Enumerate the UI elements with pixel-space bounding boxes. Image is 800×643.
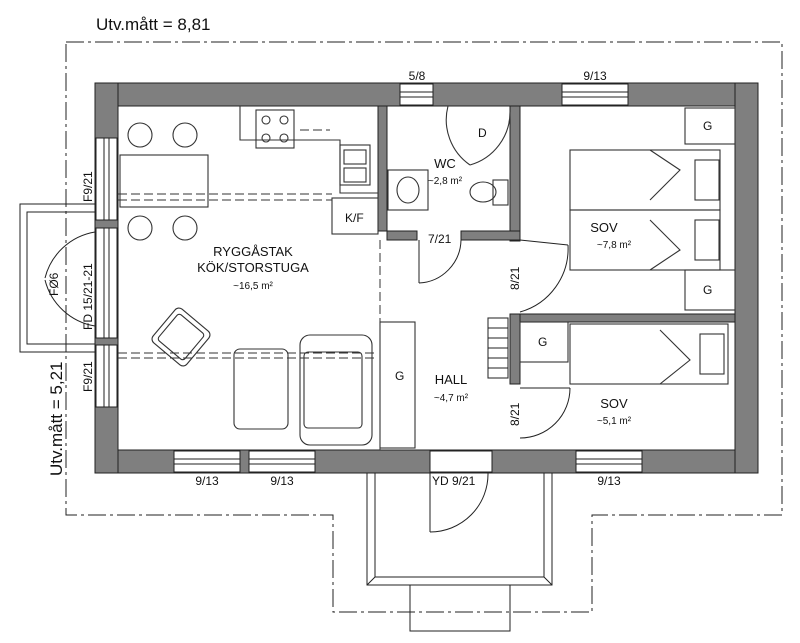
wardrobe-label-hall: G bbox=[395, 369, 404, 383]
window-label-left-lower: F9/21 bbox=[81, 361, 95, 392]
door-label-wc: 7/21 bbox=[428, 232, 452, 246]
hall-area: ~4,7 m² bbox=[434, 393, 469, 404]
left-bay bbox=[19, 203, 96, 353]
window-label-bed1: 9/13 bbox=[583, 69, 607, 83]
wc-name: WC bbox=[434, 156, 456, 171]
bay-label: FØ6 bbox=[47, 272, 61, 296]
wardrobe-label-bed1-bottom: G bbox=[703, 283, 712, 297]
bed1-furniture bbox=[569, 107, 736, 311]
wardrobe-label-bed2: G bbox=[538, 335, 547, 349]
dining-set bbox=[119, 122, 209, 241]
window-label-living-left: 9/13 bbox=[195, 474, 219, 488]
dishwasher-label: D bbox=[478, 126, 487, 140]
lounge bbox=[151, 307, 373, 446]
window-label-living-right: 9/13 bbox=[270, 474, 294, 488]
door-label-bed2: 8/21 bbox=[508, 402, 522, 426]
living-room-name-line2: KÖK/STORSTUGA bbox=[197, 260, 309, 275]
bed1-name: SOV bbox=[590, 220, 618, 235]
wc-fixtures bbox=[387, 105, 511, 211]
openings bbox=[95, 83, 643, 473]
kitchen bbox=[239, 106, 379, 235]
door-label-bed1: 8/21 bbox=[508, 266, 522, 290]
interior-walls bbox=[377, 105, 736, 385]
living-room-name-line1: RYGGÅSTAK bbox=[213, 244, 293, 259]
window-label-wc: 5/8 bbox=[409, 69, 426, 83]
roof-outline bbox=[65, 41, 783, 613]
bed2-area: ~5,1 m² bbox=[597, 416, 632, 427]
window-label-left-upper: F9/21 bbox=[81, 171, 95, 202]
window-label-bed2: 9/13 bbox=[597, 474, 621, 488]
door-label-entry: YD 9/21 bbox=[432, 474, 476, 488]
fridge-label: K/F bbox=[345, 211, 364, 225]
door-label-left: FD 15/21-21 bbox=[81, 263, 95, 330]
bed2-name: SOV bbox=[600, 396, 628, 411]
living-room-area: ~16,5 m² bbox=[233, 281, 273, 292]
porch bbox=[366, 472, 553, 632]
wardrobe-label-bed1-top: G bbox=[703, 119, 712, 133]
loft-lines bbox=[118, 193, 381, 450]
wc-area: ~2,8 m² bbox=[428, 176, 463, 187]
bed1-area: ~7,8 m² bbox=[597, 240, 632, 251]
door-swings bbox=[418, 239, 571, 439]
outer-width-label: Utv.mått = 8,81 bbox=[96, 15, 210, 34]
bed2-furniture bbox=[519, 321, 729, 385]
hall-name: HALL bbox=[435, 372, 468, 387]
outer-depth-label: Utv.mått = 5,21 bbox=[47, 362, 66, 476]
